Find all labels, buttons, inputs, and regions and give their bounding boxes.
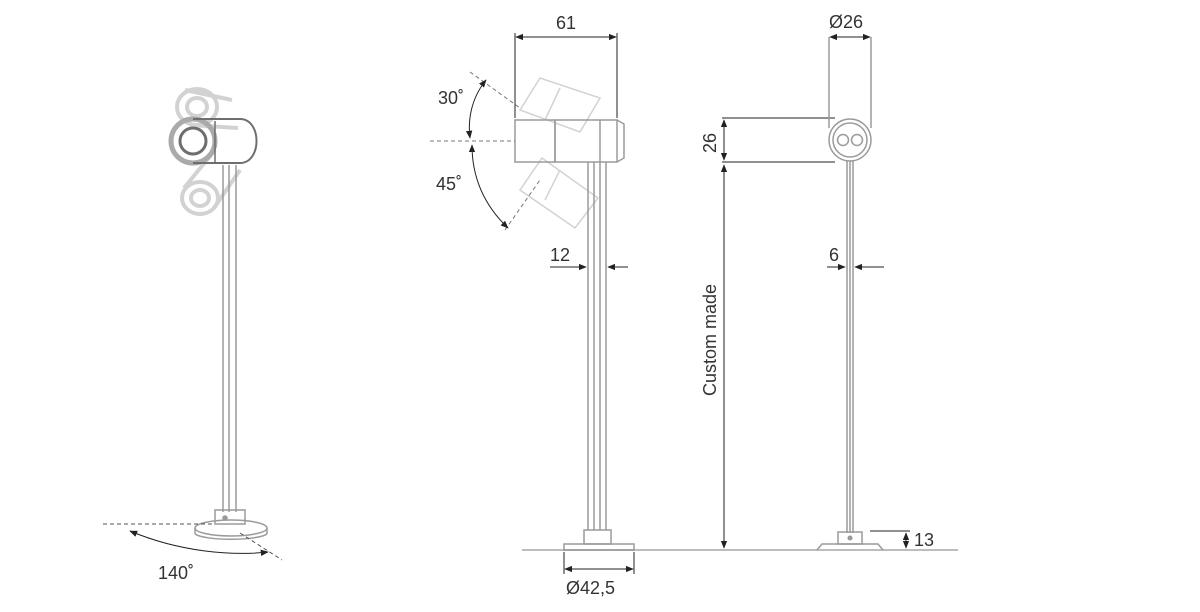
main-head [168,116,258,166]
dim-base-height [870,530,910,549]
perspective-post [222,165,237,512]
side-view: 61 30˚ 45˚ 12 Ø42,5 [430,13,635,598]
side-main-head [514,119,625,163]
dim-base-diameter [563,552,635,574]
front-post [846,161,854,533]
head-width-label: 61 [556,13,576,33]
dim-head-width [514,33,618,118]
dim-tilt-angles [430,71,541,231]
perspective-base [194,509,268,540]
front-base [816,531,884,551]
rotation-label: 140˚ [158,563,194,583]
side-ghost-head-down [518,156,600,230]
tilt-down-label: 45˚ [436,174,462,194]
front-view: Ø26 6 13 [816,12,934,551]
side-base [563,529,635,551]
base-diameter-label: Ø42,5 [566,578,615,598]
head-height-label: 26 [700,133,720,153]
rotation-indicator [103,523,283,561]
base-height-label: 13 [914,530,934,550]
ghost-head-down [180,148,242,216]
post-height-label: Custom made [700,284,720,396]
side-post [587,162,607,530]
side-ghost-head-up [518,77,602,133]
perspective-view: 140˚ [103,87,283,583]
head-diameter-label: Ø26 [829,12,863,32]
ghost-head-up [175,87,239,130]
tilt-up-label: 30˚ [438,88,464,108]
height-dimension: 26 Custom made [700,117,835,549]
post-width-label: 6 [829,245,839,265]
tube-width-label: 12 [550,245,570,265]
front-head [828,37,872,162]
